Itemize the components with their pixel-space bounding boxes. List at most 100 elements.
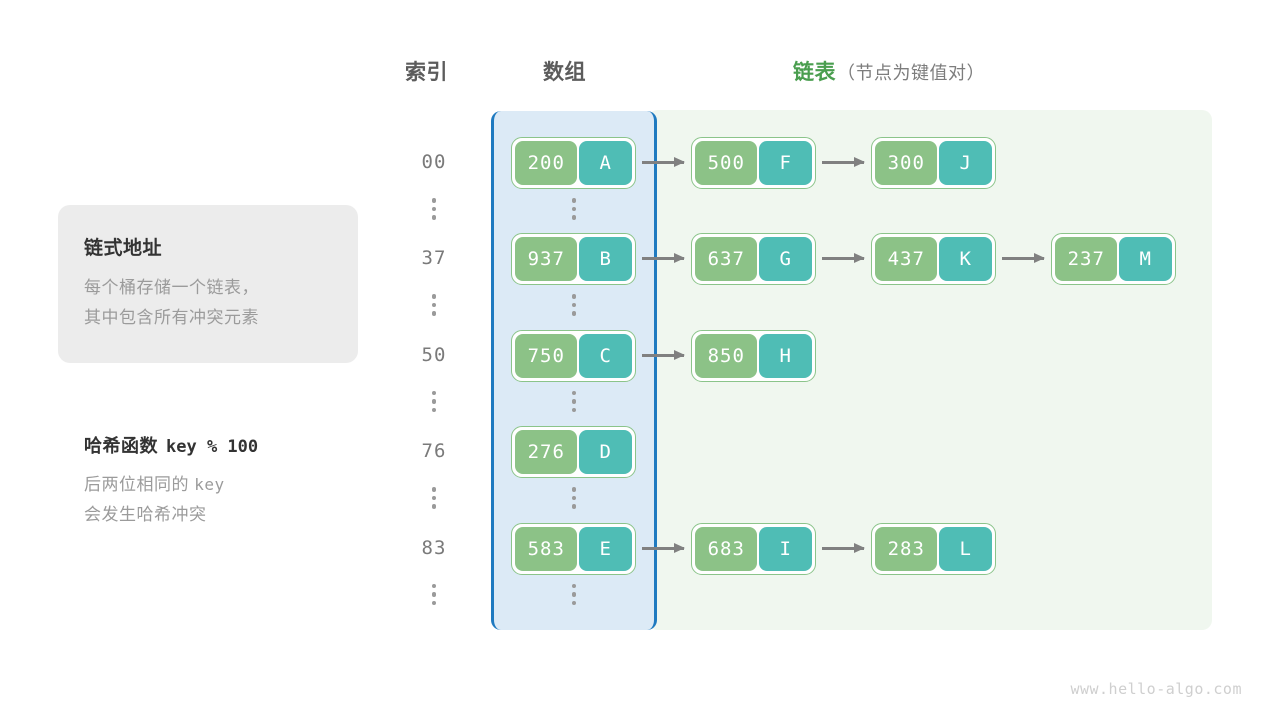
node-key: 276 [515,430,578,475]
ellipsis-dot [571,407,577,413]
ellipsis-dot [571,198,577,203]
hash-function-note: 哈希函数 key % 100 后两位相同的 key 会发生哈希冲突 [84,432,374,530]
ellipsis-dot [571,302,577,308]
ellipsis-dot [431,311,437,316]
info-card: 链式地址 每个桶存储一个链表， 其中包含所有冲突元素 [58,205,358,363]
node-key: 200 [515,141,578,185]
info-card-line-1: 每个桶存储一个链表， [84,278,259,297]
node-key: 500 [695,141,758,185]
ellipsis-dot [571,583,577,589]
node-key: 937 [515,237,578,282]
node-value: A [579,141,632,185]
info-card-title: 链式地址 [84,238,163,259]
column-header-linked-list: 链表 （节点为键值对） [793,56,985,86]
ellipsis-dot [431,583,437,589]
chain-arrow [822,542,865,553]
hash-function-line-1-text: 后两位相同的 [84,475,189,494]
vertical-ellipsis [564,583,584,606]
vertical-ellipsis [564,390,584,413]
ellipsis-dot [571,206,577,211]
ellipsis-dot [431,206,437,211]
chain-arrow [822,253,865,264]
watermark: www.hello-algo.com [1070,680,1242,698]
node-value: E [579,526,632,571]
node-value: I [759,526,812,571]
ellipsis-dot [431,399,437,404]
hash-function-label: 哈希函数 [84,436,158,456]
vertical-ellipsis [564,487,584,509]
chain-arrow [642,253,685,264]
ellipsis-dot [571,487,577,492]
ellipsis-dot [431,390,437,396]
hash-function-formula: key % 100 [166,437,259,457]
ellipsis-dot [431,215,437,220]
ellipsis-dot [431,600,437,606]
column-header-array: 数组 [543,61,586,84]
vertical-ellipsis [564,294,584,316]
info-card-body: 每个桶存储一个链表， 其中包含所有冲突元素 [84,273,259,333]
ellipsis-dot [431,487,437,492]
column-header-linked-list-sub: （节点为键值对） [837,63,985,83]
node-value: J [939,141,992,185]
node-value: D [579,430,632,475]
chain-arrow [642,349,685,360]
ellipsis-dot [431,495,437,501]
hash-function-title: 哈希函数 key % 100 [84,432,374,458]
ellipsis-dot [431,294,437,299]
column-header-index: 索引 [405,61,448,84]
node-value: H [759,333,812,378]
node-key: 437 [875,237,938,282]
ellipsis-dot [571,504,577,509]
chain-arrow [642,157,685,167]
hash-function-line-2: 会发生哈希冲突 [84,505,207,524]
row-index-label: 50 [421,343,447,366]
node-key: 683 [695,526,758,571]
node-key: 637 [695,237,758,282]
ellipsis-dot [571,311,577,316]
ellipsis-dot [571,399,577,404]
node-value: L [939,526,992,571]
ellipsis-dot [571,600,577,606]
row-index-label: 83 [421,536,447,559]
row-index-label: 76 [421,440,447,463]
vertical-ellipsis [424,198,444,220]
column-header-linked-list-main: 链表 [793,61,836,84]
node-key: 300 [875,141,938,185]
ellipsis-dot [431,504,437,509]
node-key: 283 [875,526,938,571]
vertical-ellipsis [424,390,444,413]
hash-function-body: 后两位相同的 key 会发生哈希冲突 [84,470,374,530]
node-key: 583 [515,526,578,571]
hash-function-line-1-mono: key [194,475,225,494]
ellipsis-dot [571,294,577,299]
vertical-ellipsis [424,583,444,606]
row-index-label: 00 [421,151,447,173]
node-value: F [759,141,812,185]
node-key: 750 [515,333,578,378]
vertical-ellipsis [424,487,444,509]
ellipsis-dot [571,495,577,501]
ellipsis-dot [571,390,577,396]
chain-arrow [1002,253,1045,264]
node-value: G [759,237,812,282]
node-value: C [579,333,632,378]
node-value: B [579,237,632,282]
